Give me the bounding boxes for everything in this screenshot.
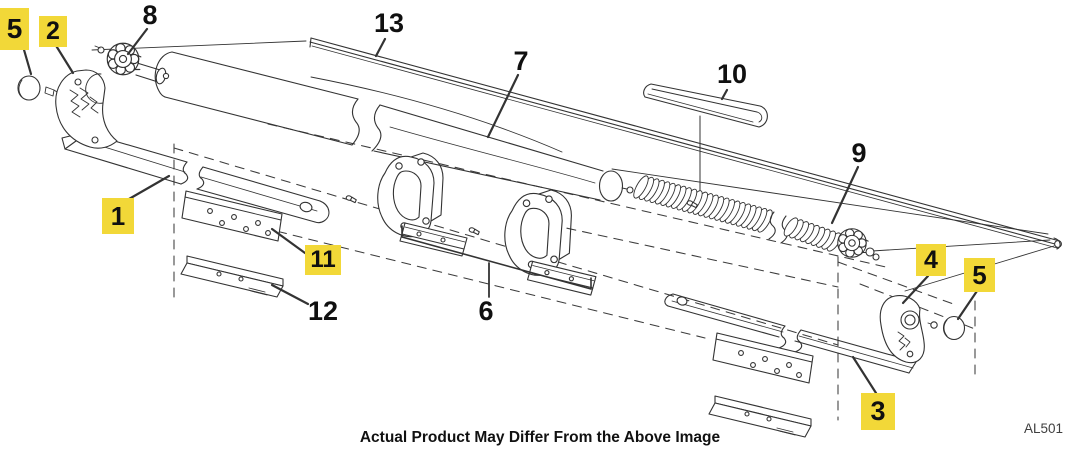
knob-5-left-drawing xyxy=(17,75,58,101)
callout-12: 12 xyxy=(307,295,339,326)
callout-8: 8 xyxy=(142,0,158,30)
saddle-clamps-6-drawing xyxy=(345,152,699,298)
callout-5-left: 5 xyxy=(0,8,29,50)
disclaimer-caption: Actual Product May Differ From the Above… xyxy=(359,429,721,446)
end-cap-4-drawing xyxy=(879,295,925,364)
knob-5-right-drawing xyxy=(927,315,966,341)
callout-7: 7 xyxy=(513,45,529,76)
mounting-bracket-12-drawing xyxy=(180,255,284,298)
callout-4: 4 xyxy=(916,244,946,276)
torsion-spring-9-drawing xyxy=(621,175,880,261)
figure-code: AL501 xyxy=(1024,421,1064,436)
leader-lines xyxy=(18,27,979,395)
callout-5-right: 5 xyxy=(964,258,995,292)
callout-13: 13 xyxy=(373,7,405,38)
awning-rail-13-drawing xyxy=(309,37,1062,250)
callout-10: 10 xyxy=(716,58,748,89)
callout-1: 1 xyxy=(102,198,134,234)
callout-9: 9 xyxy=(851,137,867,168)
drive-head-8-drawing xyxy=(94,42,170,85)
callout-11: 11 xyxy=(305,245,341,275)
cover-channel-10-drawing xyxy=(643,83,768,192)
callout-3: 3 xyxy=(861,393,895,430)
callout-6: 6 xyxy=(478,295,494,326)
roller-tube-7-drawing xyxy=(153,51,624,202)
end-cap-2-drawing xyxy=(55,69,118,149)
callout-2: 2 xyxy=(39,16,67,47)
